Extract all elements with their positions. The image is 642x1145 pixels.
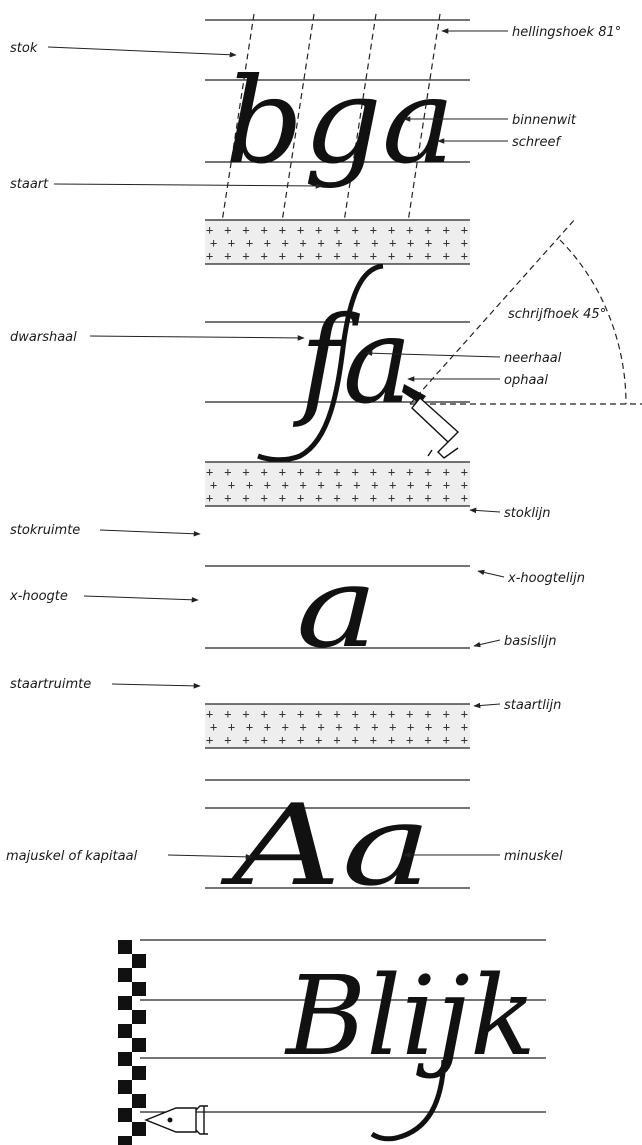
section-bga: bga + + + + + + + + + + + + + + + + + + … — [10, 14, 621, 264]
section-a: a stokruimte x-hoogte x-hoogtelijn basis… — [9, 523, 585, 748]
plus-row: + + + + + + + + + + + + + + + — [210, 478, 468, 492]
label-stoklijn: stoklijn — [504, 506, 550, 521]
label-staartruimte: staartruimte — [10, 677, 91, 692]
section-Aa: Aa majuskel of kapitaal minuskel — [6, 780, 563, 911]
plus-row: + + + + + + + + + + + + + + + — [210, 720, 468, 734]
label-majuskel: majuskel of kapitaal — [6, 849, 138, 864]
plus-row: + + + + + + + + + + + + + + + — [206, 465, 468, 479]
label-x-hoogtelijn: x-hoogtelijn — [507, 571, 585, 586]
label-schrijfhoek: schrijfhoek 45° — [508, 307, 606, 322]
label-basislijn: basislijn — [504, 634, 556, 649]
label-hellingshoek: hellingshoek 81° — [512, 25, 621, 40]
label-ophaal: ophaal — [504, 373, 548, 388]
label-dwarshaal: dwarshaal — [10, 330, 77, 345]
label-schreef: schreef — [512, 135, 563, 150]
plus-row: + + + + + + + + + + + + + + + — [206, 491, 468, 505]
plus-row: + + + + + + + + + + + + + + + — [206, 707, 468, 721]
a-sample: a — [296, 543, 378, 673]
label-stokruimte: stokruimte — [10, 523, 80, 538]
label-staartlijn: staartlijn — [504, 698, 561, 713]
plus-row: + + + + + + + + + + + + + + + — [210, 236, 468, 250]
Aa-sample: Aa — [220, 781, 432, 911]
pen-nib-icon — [146, 1106, 208, 1134]
plus-row: + + + + + + + + + + + + + + + — [206, 733, 468, 747]
label-x-hoogte: x-hoogte — [9, 589, 68, 604]
bga-sample: bga — [225, 52, 455, 190]
fa-sample: fa — [292, 292, 412, 431]
label-binnenwit: binnenwit — [512, 113, 577, 128]
blijk-sample: Blijk — [284, 952, 536, 1080]
nib-width-ladder-icon — [118, 940, 146, 1145]
section-blijk: Blijk — [118, 940, 546, 1145]
plus-row: + + + + + + + + + + + + + + + — [206, 249, 468, 263]
label-stok: stok — [10, 41, 38, 56]
label-staart: staart — [10, 177, 49, 192]
label-neerhaal: neerhaal — [504, 351, 562, 366]
label-minuskel: minuskel — [504, 849, 563, 864]
plus-row: + + + + + + + + + + + + + + + — [206, 223, 468, 237]
